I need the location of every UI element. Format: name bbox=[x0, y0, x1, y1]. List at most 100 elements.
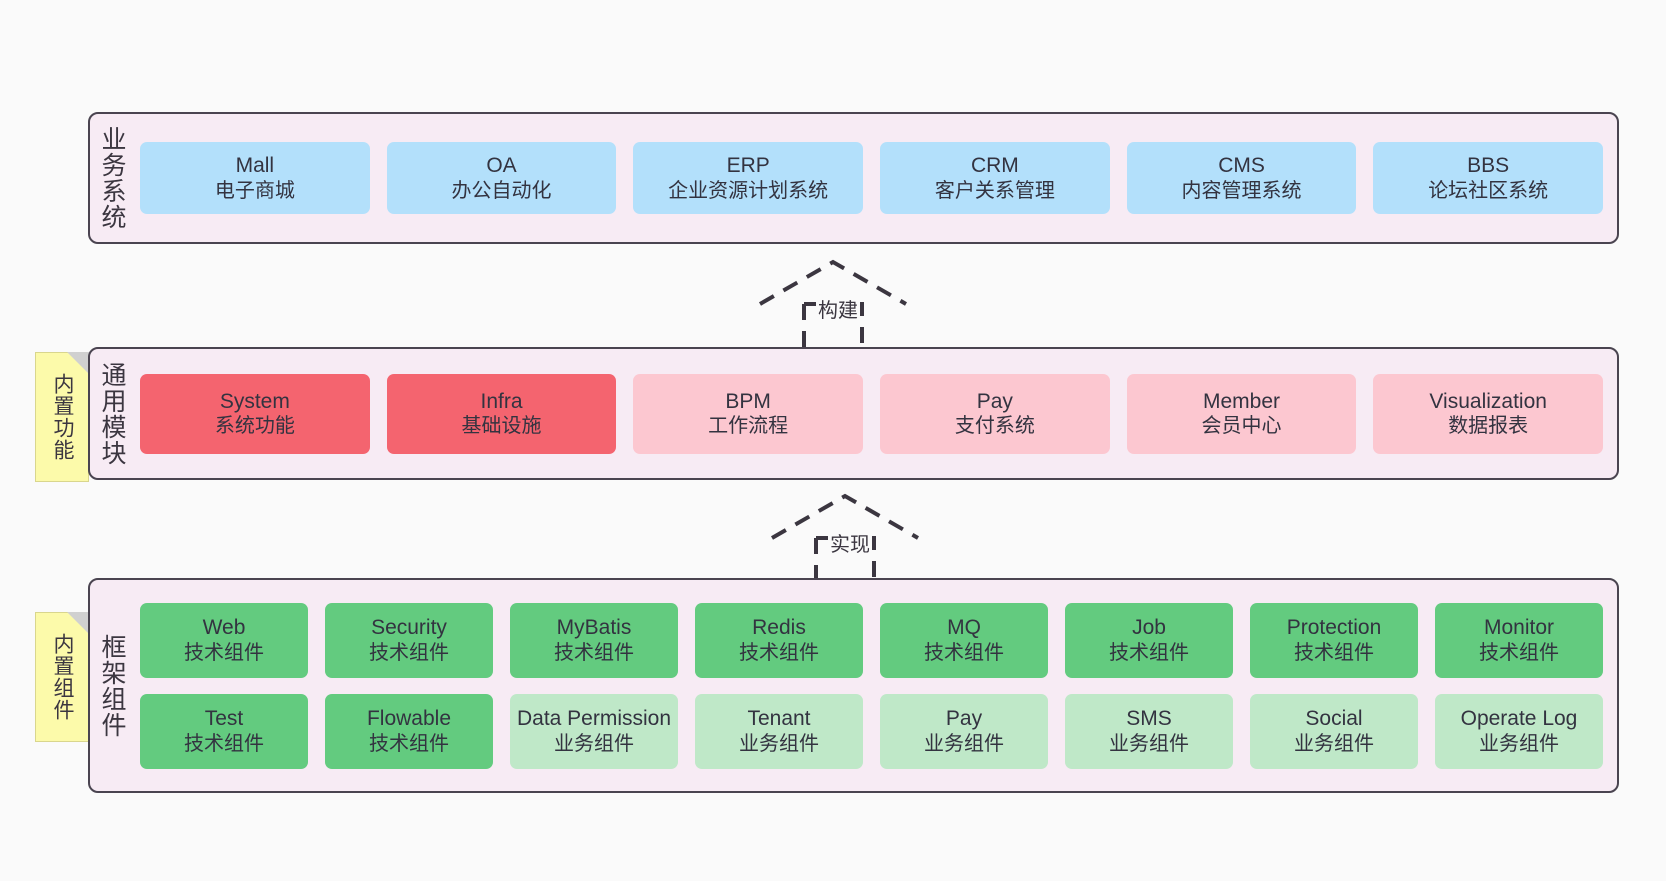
connector-label: 构建 bbox=[816, 294, 860, 323]
card-subtitle: 客户关系管理 bbox=[934, 179, 1055, 202]
card-title: Data Permission bbox=[516, 707, 672, 730]
card-pay-component[interactable]: Pay 业务组件 bbox=[880, 693, 1048, 769]
card-flowable[interactable]: Flowable 技术组件 bbox=[325, 693, 493, 769]
card-title: Member bbox=[1203, 389, 1281, 413]
card-mall[interactable]: Mall 电子商城 bbox=[140, 142, 370, 214]
layer-body-modules: System 系统功能 Infra 基础设施 BPM 工作流程 Pay 支付系统… bbox=[134, 349, 1617, 478]
card-title: Operate Log bbox=[1460, 707, 1578, 730]
card-title: Pay bbox=[976, 389, 1013, 413]
card-test[interactable]: Test 技术组件 bbox=[140, 693, 308, 769]
card-monitor[interactable]: Monitor 技术组件 bbox=[1435, 602, 1603, 678]
layer-title-framework: 框架组件 bbox=[98, 633, 126, 738]
card-bbs[interactable]: BBS 论坛社区系统 bbox=[1373, 142, 1604, 214]
card-cms[interactable]: CMS 内容管理系统 bbox=[1126, 142, 1357, 214]
card-system[interactable]: System 系统功能 bbox=[140, 373, 370, 454]
card-subtitle: 技术组件 bbox=[924, 641, 1004, 664]
card-subtitle: 企业资源计划系统 bbox=[668, 179, 829, 202]
card-redis[interactable]: Redis 技术组件 bbox=[695, 602, 863, 678]
card-subtitle: 技术组件 bbox=[1294, 641, 1374, 664]
card-subtitle: 技术组件 bbox=[554, 641, 634, 664]
card-infra[interactable]: Infra 基础设施 bbox=[386, 373, 617, 454]
card-social[interactable]: Social 业务组件 bbox=[1250, 693, 1418, 769]
card-subtitle: 系统功能 bbox=[214, 415, 295, 438]
card-subtitle: 技术组件 bbox=[1109, 641, 1189, 664]
card-title: Redis bbox=[752, 616, 806, 639]
layer-body-framework: Web 技术组件 Security 技术组件 MyBatis 技术组件 Redi… bbox=[134, 580, 1617, 791]
layer-title-modules: 通用模块 bbox=[98, 361, 126, 466]
card-subtitle: 会员中心 bbox=[1201, 415, 1282, 438]
note-builtin-components: 内置组件 bbox=[35, 612, 89, 742]
card-row: Web 技术组件 Security 技术组件 MyBatis 技术组件 Redi… bbox=[140, 602, 1603, 678]
connector-label: 实现 bbox=[828, 528, 872, 557]
card-title: OA bbox=[486, 154, 517, 177]
card-protection[interactable]: Protection 技术组件 bbox=[1250, 602, 1418, 678]
connector-realize: 实现 bbox=[770, 492, 920, 582]
card-title: BPM bbox=[725, 389, 771, 413]
card-title: MQ bbox=[947, 616, 981, 639]
card-subtitle: 论坛社区系统 bbox=[1428, 179, 1549, 202]
card-subtitle: 技术组件 bbox=[184, 641, 264, 664]
layer-body-business: Mall 电子商城 OA 办公自动化 ERP 企业资源计划系统 CRM 客户关系… bbox=[134, 114, 1617, 242]
card-bpm[interactable]: BPM 工作流程 bbox=[633, 373, 864, 454]
card-title: MyBatis bbox=[556, 616, 632, 639]
layer-common-modules: 通用模块 System 系统功能 Infra 基础设施 BPM 工作流程 Pay… bbox=[88, 347, 1619, 480]
card-subtitle: 工作流程 bbox=[708, 415, 789, 438]
card-operate-log[interactable]: Operate Log 业务组件 bbox=[1435, 693, 1603, 769]
note-text: 内置功能 bbox=[50, 373, 74, 461]
card-subtitle: 技术组件 bbox=[184, 732, 264, 755]
layer-business-systems: 业务系统 Mall 电子商城 OA 办公自动化 ERP 企业资源计划系统 CRM… bbox=[88, 112, 1619, 244]
card-subtitle: 技术组件 bbox=[1479, 641, 1559, 664]
card-subtitle: 技术组件 bbox=[739, 641, 819, 664]
card-subtitle: 业务组件 bbox=[924, 732, 1004, 755]
card-title: System bbox=[219, 389, 290, 413]
note-text: 内置组件 bbox=[50, 633, 74, 721]
card-sms[interactable]: SMS 业务组件 bbox=[1065, 693, 1233, 769]
layer-framework-components: 框架组件 Web 技术组件 Security 技术组件 MyBatis 技术组件… bbox=[88, 578, 1619, 793]
card-subtitle: 数据报表 bbox=[1448, 415, 1529, 438]
card-title: Visualization bbox=[1429, 389, 1547, 413]
card-title: CMS bbox=[1218, 154, 1265, 177]
realization-arrowhead-icon bbox=[759, 259, 907, 306]
card-title: ERP bbox=[726, 154, 770, 177]
card-erp[interactable]: ERP 企业资源计划系统 bbox=[633, 142, 864, 214]
card-data-permission[interactable]: Data Permission 业务组件 bbox=[510, 693, 678, 769]
dashed-stem-icon bbox=[814, 536, 876, 582]
card-subtitle: 电子商城 bbox=[214, 179, 295, 202]
card-tenant[interactable]: Tenant 业务组件 bbox=[695, 693, 863, 769]
card-title: Flowable bbox=[366, 707, 452, 730]
card-row: Test 技术组件 Flowable 技术组件 Data Permission … bbox=[140, 693, 1603, 769]
card-subtitle: 内容管理系统 bbox=[1181, 179, 1302, 202]
card-crm[interactable]: CRM 客户关系管理 bbox=[880, 142, 1110, 214]
card-mq[interactable]: MQ 技术组件 bbox=[880, 602, 1048, 678]
realization-arrowhead-icon bbox=[771, 493, 919, 540]
card-title: Security bbox=[371, 616, 447, 639]
card-subtitle: 技术组件 bbox=[369, 732, 449, 755]
card-title: Pay bbox=[945, 707, 983, 730]
card-title: Infra bbox=[480, 389, 523, 413]
card-visualization[interactable]: Visualization 数据报表 bbox=[1373, 373, 1604, 454]
card-subtitle: 支付系统 bbox=[954, 415, 1035, 438]
card-oa[interactable]: OA 办公自动化 bbox=[386, 142, 617, 214]
card-subtitle: 基础设施 bbox=[461, 415, 542, 438]
card-subtitle: 业务组件 bbox=[554, 732, 634, 755]
card-mybatis[interactable]: MyBatis 技术组件 bbox=[510, 602, 678, 678]
dashed-stem-icon bbox=[802, 302, 864, 350]
note-builtin-functions: 内置功能 bbox=[35, 352, 89, 482]
card-subtitle: 技术组件 bbox=[369, 641, 449, 664]
card-title: Mall bbox=[235, 154, 275, 177]
card-member[interactable]: Member 会员中心 bbox=[1126, 373, 1357, 454]
card-title: BBS bbox=[1467, 154, 1510, 177]
card-title: SMS bbox=[1126, 707, 1172, 730]
card-title: CRM bbox=[970, 154, 1019, 177]
card-title: Protection bbox=[1286, 616, 1382, 639]
card-subtitle: 业务组件 bbox=[1109, 732, 1189, 755]
card-subtitle: 业务组件 bbox=[1479, 732, 1559, 755]
card-job[interactable]: Job 技术组件 bbox=[1065, 602, 1233, 678]
card-subtitle: 业务组件 bbox=[739, 732, 819, 755]
connector-build: 构建 bbox=[758, 258, 908, 350]
card-pay[interactable]: Pay 支付系统 bbox=[880, 373, 1110, 454]
card-title: Web bbox=[202, 616, 246, 639]
card-title: Social bbox=[1305, 707, 1363, 730]
card-web[interactable]: Web 技术组件 bbox=[140, 602, 308, 678]
card-security[interactable]: Security 技术组件 bbox=[325, 602, 493, 678]
